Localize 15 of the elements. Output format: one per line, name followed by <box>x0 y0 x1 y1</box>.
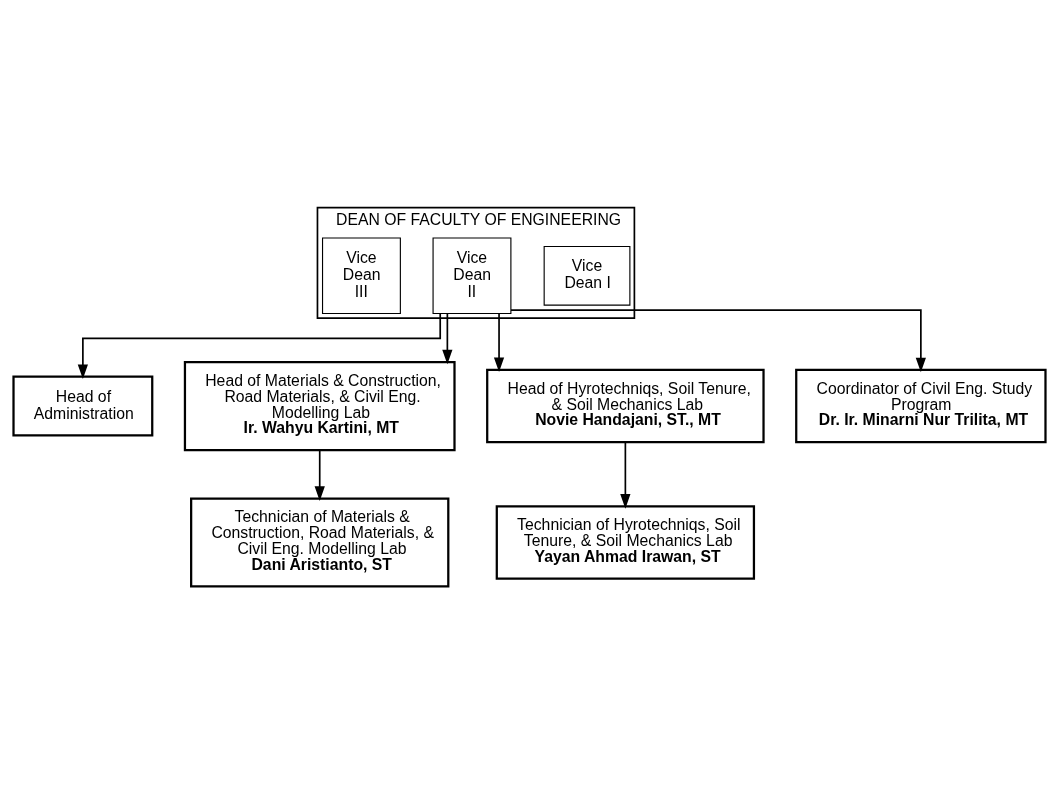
node-box: Vice Dean I <box>543 245 631 306</box>
arrow <box>493 312 505 373</box>
node-box: Vice Dean III <box>321 237 401 315</box>
arrow <box>442 312 453 365</box>
arrow <box>510 309 926 373</box>
node-box: Technician of Hyrotechniqs, Soil Tenure, & Soil Mechanics Lab Yayan Ahmad Irawan, ST <box>495 505 756 580</box>
node-box: Coordinator of Civil Eng. Study Program Dr. Ir. Minarni Nur Trilita, MT <box>795 368 1047 444</box>
node-box: Head of Materials & Construction, Road Materials, & Civil Eng. Modelling Lab Ir. Wahyu Kartini, MT <box>183 360 456 452</box>
node-box: Head of Hyrotechniqs, Soil Tenure, & Soil Mechanics Lab Novie Handajani, ST., MT <box>486 368 765 444</box>
node-box: Technician of Materials & Construction, Road Materials, & Civil Eng. Modelling Lab Dani Aristianto, ST <box>190 497 450 588</box>
arrow <box>314 449 325 501</box>
node-box: Vice Dean II <box>432 237 512 315</box>
arrow <box>77 312 442 380</box>
arrow <box>620 441 631 509</box>
node-box: Head of Administration <box>12 375 154 437</box>
